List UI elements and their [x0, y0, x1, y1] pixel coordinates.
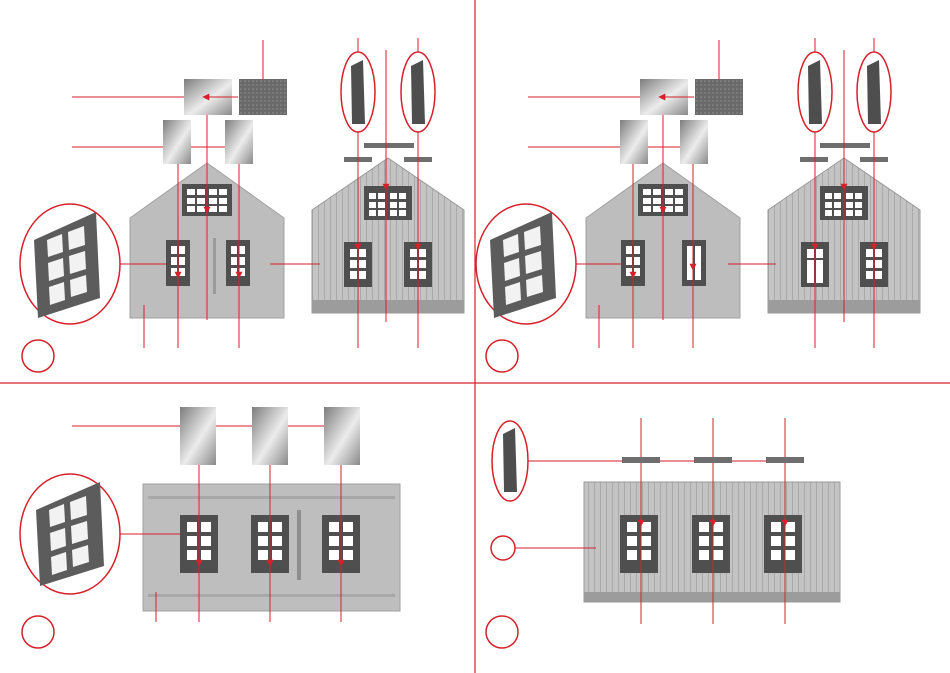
window-glazing-part-icon [680, 120, 708, 164]
window-glazing-part-icon [163, 120, 191, 164]
window-2 [692, 515, 730, 573]
step-circle-icon [22, 340, 54, 372]
window-glazing-part-icon [620, 120, 648, 164]
window-sill-part-icon [800, 157, 828, 162]
window-sill-part-icon [766, 457, 804, 463]
window-1 [620, 515, 658, 573]
window-frame-part-icon [351, 60, 365, 124]
gable-wall-outer [312, 158, 464, 313]
panel-bottom-left [20, 407, 400, 648]
window-mesh-part [695, 79, 743, 115]
window-frame-part-icon [411, 60, 425, 124]
window-glazing-part-icon [324, 407, 360, 465]
window-glazing-part-icon [180, 407, 216, 465]
window-right [226, 240, 250, 286]
window-frame-part-icon [503, 428, 517, 492]
window-detail-magnifier-icon [476, 204, 576, 324]
window-sill-part-icon [820, 143, 870, 148]
panel-bottom-right [486, 418, 840, 648]
window-mesh-part [239, 79, 287, 115]
window-detail-magnifier-icon [20, 204, 120, 324]
window-3 [764, 515, 802, 573]
step-circle-icon [486, 340, 518, 372]
window-frame-part-icon [867, 60, 881, 124]
window-frame-part-icon [808, 60, 822, 124]
step-circle-icon [22, 616, 54, 648]
window-glazing-part-icon [225, 120, 253, 164]
window-detail-magnifier-icon [20, 474, 120, 594]
window-sill-part-icon [694, 457, 732, 463]
callout-circle-icon [491, 536, 515, 560]
step-circle-icon [486, 616, 518, 648]
window-sill-part-icon [622, 457, 660, 463]
panel-top-right [476, 38, 920, 372]
window-glazing-part-icon [252, 407, 288, 465]
window-sill-part-icon [364, 143, 414, 148]
panel-top-left [20, 38, 464, 372]
